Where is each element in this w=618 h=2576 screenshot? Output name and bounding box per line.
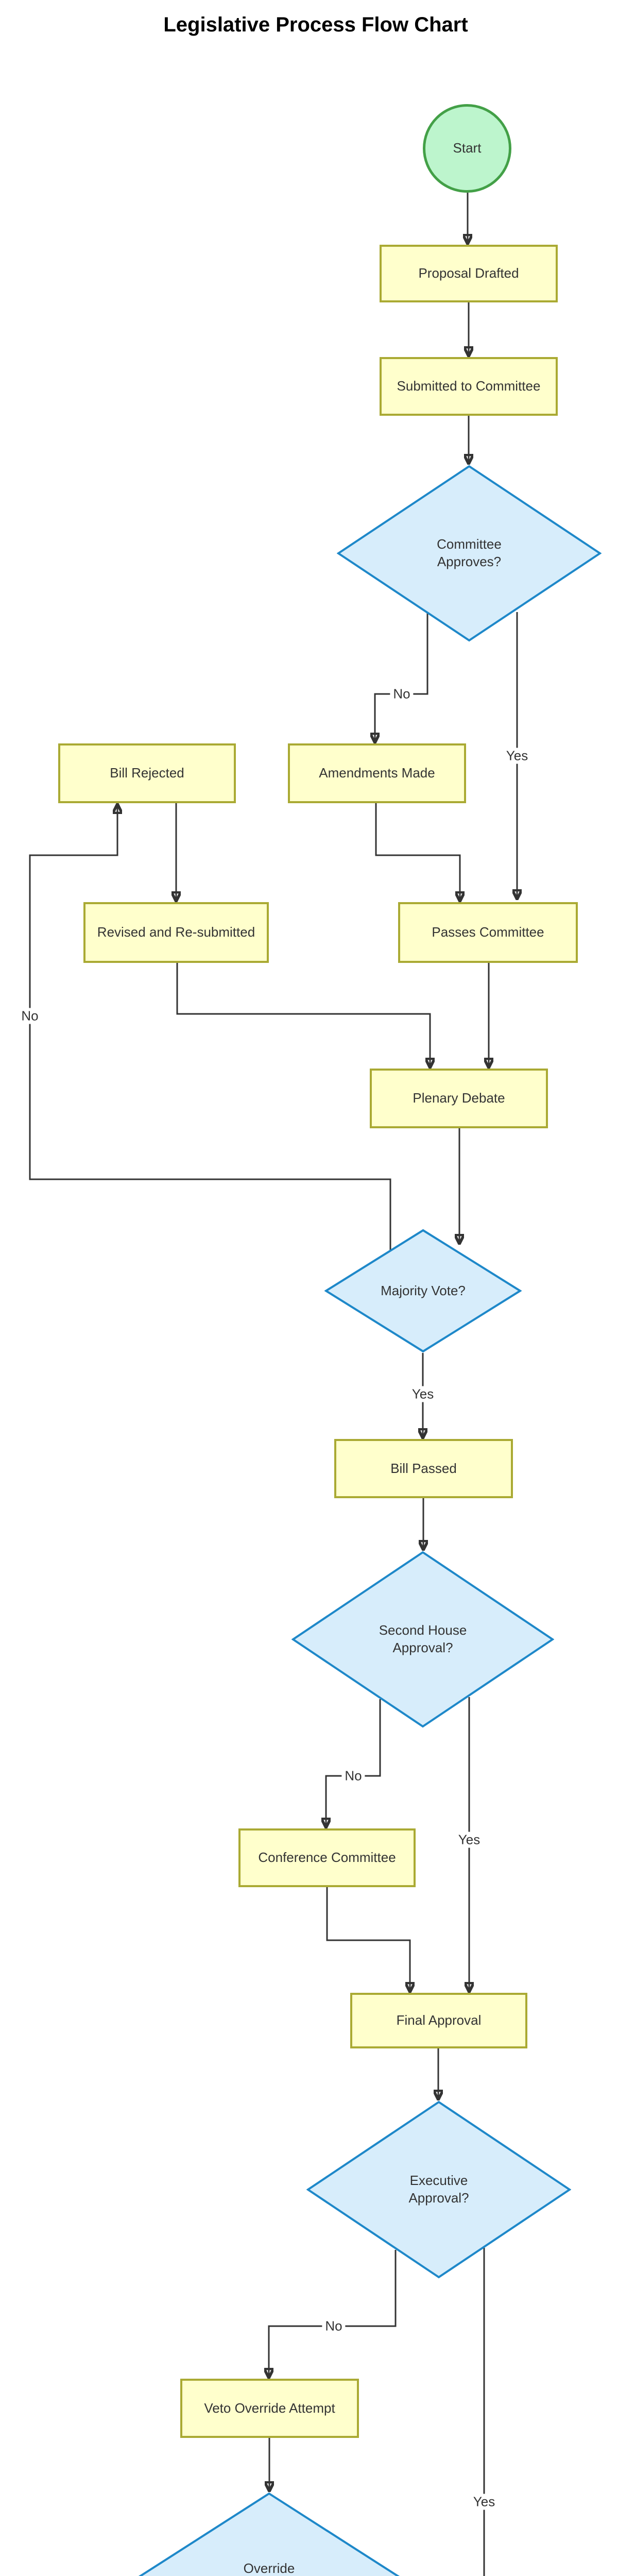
node-bill-passed: Bill Passed xyxy=(334,1439,513,1498)
node-final-approval-label: Final Approval xyxy=(396,2012,482,2028)
node-majority-vote-label: Majority Vote? xyxy=(381,1282,466,1298)
node-start: Start xyxy=(423,104,511,193)
diamond-shape xyxy=(306,2100,571,2279)
node-proposal-drafted-label: Proposal Drafted xyxy=(418,265,519,281)
node-proposal-drafted: Proposal Drafted xyxy=(380,245,558,302)
edge-majority-no xyxy=(29,805,391,1250)
edge-label-executive-no: No xyxy=(322,2318,346,2334)
edge-label-executive-yes: Yes xyxy=(470,2494,499,2510)
edge-label-committee-yes: Yes xyxy=(503,748,531,764)
node-majority-vote: Majority Vote? xyxy=(324,1229,522,1353)
node-override-successful-label: Override Successful? xyxy=(243,2561,295,2576)
node-executive-approval-label: Executive Approval? xyxy=(408,2173,469,2206)
node-amendments-made: Amendments Made xyxy=(288,743,466,803)
node-bill-rejected-label: Bill Rejected xyxy=(110,765,184,781)
node-committee-approves: Committee Approves? xyxy=(337,465,602,642)
node-second-house-approval: Second House Approval? xyxy=(291,1551,554,1728)
edge-amendments-passes xyxy=(375,803,460,900)
diamond-shape xyxy=(324,1229,522,1353)
edge-revised-plenary xyxy=(176,963,430,1066)
page-title: Legislative Process Flow Chart xyxy=(163,13,468,36)
node-veto-override-attempt-label: Veto Override Attempt xyxy=(204,2400,335,2416)
node-executive-approval: Executive Approval? xyxy=(306,2100,571,2279)
diamond-shape xyxy=(291,1551,554,1728)
node-start-label: Start xyxy=(453,140,482,156)
node-submitted-to-committee-label: Submitted to Committee xyxy=(397,378,541,394)
node-revised-resubmitted-label: Revised and Re-submitted xyxy=(97,924,255,940)
edge-label-second-house-yes: Yes xyxy=(455,1832,484,1848)
node-passes-committee-label: Passes Committee xyxy=(432,924,544,940)
diamond-shape xyxy=(138,2492,400,2576)
edge-label-second-house-no: No xyxy=(341,1768,365,1784)
node-conference-committee-label: Conference Committee xyxy=(258,1850,396,1866)
node-submitted-to-committee: Submitted to Committee xyxy=(380,357,558,416)
node-revised-resubmitted: Revised and Re-submitted xyxy=(83,902,269,963)
node-override-successful: Override Successful? xyxy=(136,2492,402,2576)
node-bill-rejected: Bill Rejected xyxy=(58,743,236,803)
edge-conference-final xyxy=(326,1887,410,1991)
node-final-approval: Final Approval xyxy=(350,1993,527,2048)
edge-label-committee-no: No xyxy=(390,686,414,702)
node-committee-approves-label: Committee Approves? xyxy=(437,536,502,569)
node-veto-override-attempt: Veto Override Attempt xyxy=(180,2379,359,2438)
node-plenary-debate: Plenary Debate xyxy=(370,1069,548,1128)
node-amendments-made-label: Amendments Made xyxy=(319,765,435,781)
node-passes-committee: Passes Committee xyxy=(398,902,578,963)
edge-label-majority-yes: Yes xyxy=(408,1386,437,1402)
node-bill-passed-label: Bill Passed xyxy=(390,1460,457,1476)
node-conference-committee: Conference Committee xyxy=(238,1828,416,1887)
edge-label-majority-no: No xyxy=(18,1008,42,1024)
diamond-shape xyxy=(337,465,602,642)
node-plenary-debate-label: Plenary Debate xyxy=(413,1090,505,1106)
node-second-house-approval-label: Second House Approval? xyxy=(379,1622,467,1655)
